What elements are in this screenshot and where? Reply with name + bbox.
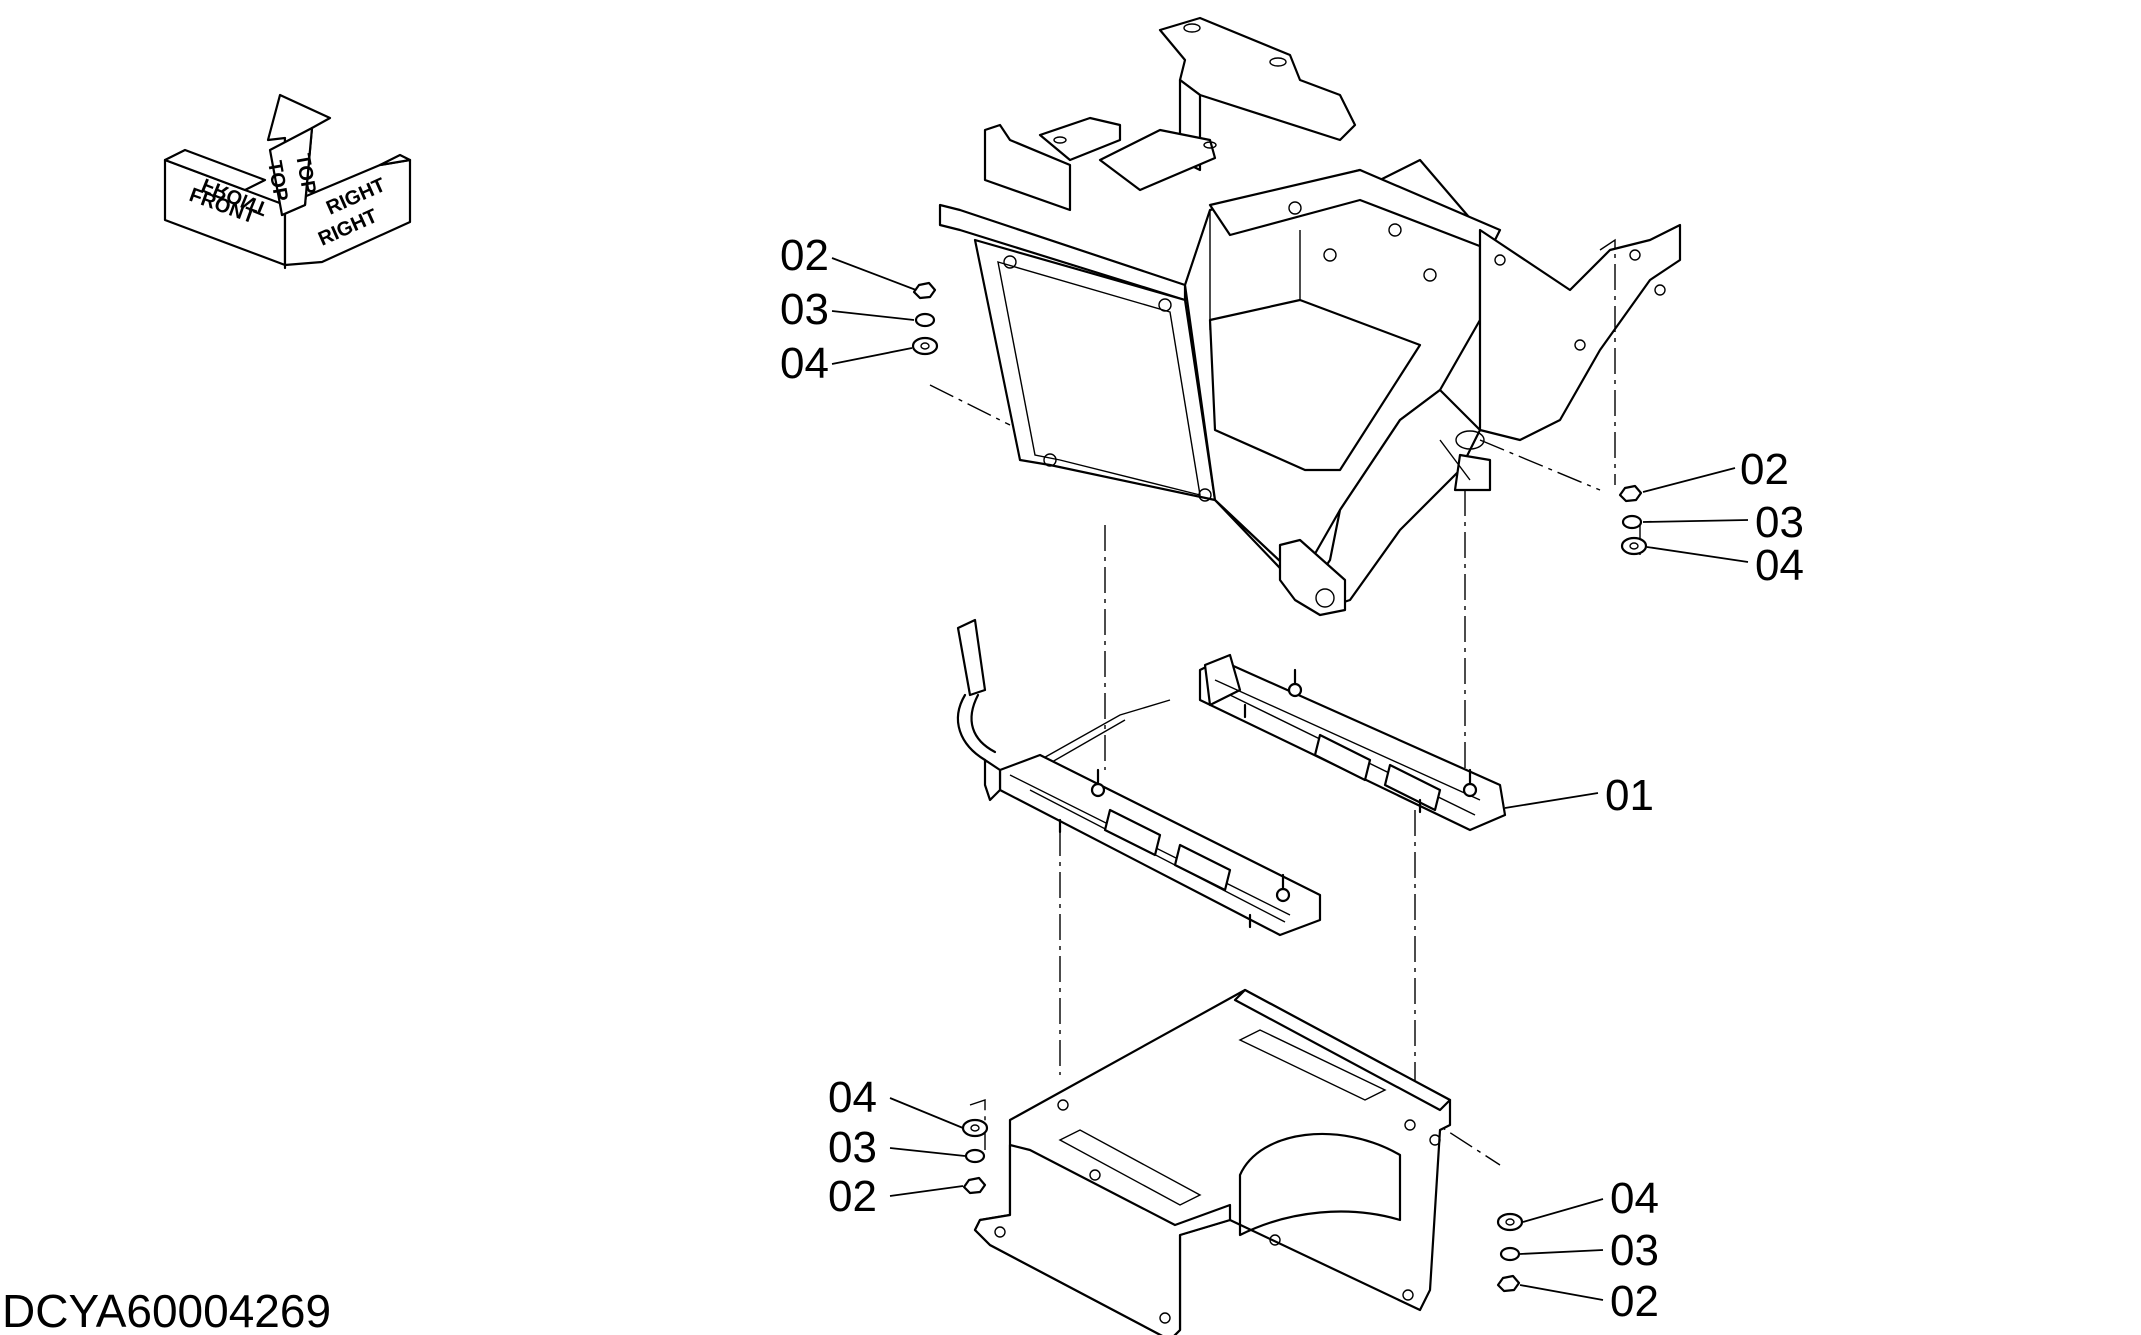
callout-02-top-left: 02	[780, 231, 829, 280]
callout-04-bottom-right: 04	[1610, 1174, 1659, 1223]
flat-washer-icon	[1496, 1212, 1524, 1232]
callout-04-bottom-left: 04	[828, 1073, 877, 1122]
lock-washer-icon	[1499, 1246, 1521, 1262]
callout-01: 01	[1605, 771, 1654, 820]
seat-slide-rails	[956, 618, 1507, 937]
callout-02-right: 02	[1740, 445, 1789, 494]
hardware-group-bottom-right	[1496, 1212, 1524, 1293]
callout-04-top-left: 04	[780, 339, 829, 388]
seat-base-plate	[973, 988, 1452, 1335]
orientation-symbol: FRONT FRONT TOP TOP RIGHT RIGHT	[163, 93, 412, 270]
hardware-group-top-left	[911, 281, 939, 356]
callout-02-bottom-left: 02	[828, 1172, 877, 1221]
callout-labels: 02 03 04 02 03 04 01 04 03 02 04 03 02	[780, 231, 1804, 1326]
flat-washer-icon	[1620, 536, 1648, 556]
lock-washer-icon	[964, 1148, 986, 1164]
seat-stand-box	[938, 16, 1682, 617]
drawing-id: DCYA60004269	[2, 1285, 331, 1335]
callout-03-bottom-left: 03	[828, 1123, 877, 1172]
hardware-group-right	[1618, 484, 1648, 556]
callout-02-bottom-right: 02	[1610, 1277, 1659, 1326]
hex-nut-icon	[912, 281, 937, 300]
hex-nut-icon	[1618, 484, 1643, 503]
callout-03-bottom-right: 03	[1610, 1226, 1659, 1275]
lock-washer-icon	[914, 312, 936, 328]
hex-nut-icon	[1496, 1274, 1521, 1293]
hardware-group-bottom-left	[961, 1118, 989, 1195]
flat-washer-icon	[961, 1118, 989, 1138]
callout-04-right: 04	[1755, 541, 1804, 590]
flat-washer-icon	[911, 336, 939, 356]
lock-washer-icon	[1621, 514, 1643, 530]
callout-03-right: 03	[1755, 498, 1804, 547]
hex-nut-icon	[962, 1176, 987, 1195]
leader-lines	[831, 257, 1749, 1301]
callout-03-top-left: 03	[780, 285, 829, 334]
assembly-dash-lines	[929, 238, 1641, 1166]
